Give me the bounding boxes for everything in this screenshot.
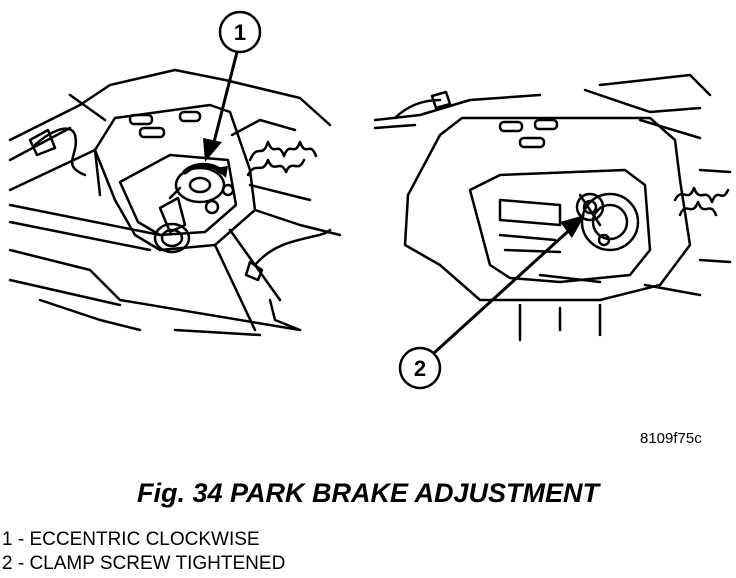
legend: 1 - ECCENTRIC CLOCKWISE 2 - CLAMP SCREW …: [2, 528, 285, 576]
figure-code: 8109f75c: [640, 430, 702, 447]
callout-1: [210, 10, 262, 152]
legend-item-eccentric: 1 - ECCENTRIC CLOCKWISE: [2, 529, 260, 550]
right-view-drawing: [373, 73, 732, 342]
callout-2: [398, 223, 577, 390]
park-brake-illustration: 1 2: [8, 10, 732, 390]
figure-title: Fig. 34 PARK BRAKE ADJUSTMENT: [136, 478, 600, 508]
callout-2-arrowhead: [560, 215, 585, 238]
callout-1-arrowhead: [203, 138, 222, 162]
legend-item-clamp-screw: 2 - CLAMP SCREW TIGHTENED: [2, 553, 286, 574]
left-view-drawing: [8, 68, 342, 337]
callout-2-number: 2: [414, 356, 426, 381]
callout-1-number: 1: [234, 20, 246, 45]
